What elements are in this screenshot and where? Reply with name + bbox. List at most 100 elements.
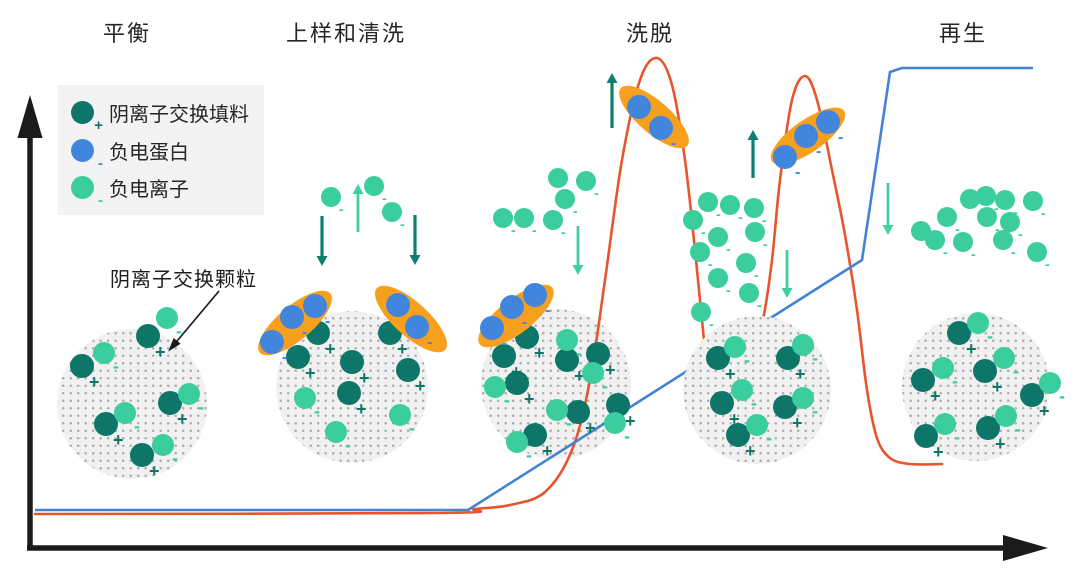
particle-annotation-label: 阴离子交换颗粒	[110, 269, 257, 291]
svg-text:+: +	[605, 360, 616, 380]
svg-text:-: -	[339, 201, 344, 217]
phase-label-regeneration: 再生	[938, 21, 988, 46]
svg-text:-: -	[576, 343, 582, 363]
svg-text:-: -	[504, 390, 510, 410]
svg-text:+: +	[325, 339, 336, 359]
annotation-arrowhead	[168, 337, 181, 352]
svg-text:+: +	[149, 461, 160, 481]
svg-text:-: -	[738, 209, 743, 225]
svg-text:+: +	[534, 343, 545, 363]
svg-text:-: -	[176, 321, 182, 341]
svg-text:-: -	[954, 427, 960, 447]
svg-text:+: +	[415, 376, 426, 396]
svg-text:+: +	[1039, 401, 1050, 421]
svg-text:-: -	[757, 297, 762, 313]
svg-text:-: -	[838, 129, 843, 146]
svg-text:-: -	[751, 393, 757, 413]
svg-text:-: -	[943, 244, 948, 260]
svg-text:+: +	[625, 411, 636, 431]
particle-3-beads: ++++++++------	[484, 325, 636, 465]
legend: + 阴离子交换填料 - 负电蛋白 - 负电离子	[58, 85, 264, 215]
svg-text:-: -	[172, 448, 178, 468]
particle-5-beads: ++++++------	[911, 312, 1065, 462]
svg-text:-: -	[766, 428, 772, 448]
svg-text:-: -	[198, 397, 204, 417]
svg-text:-: -	[1045, 256, 1050, 272]
svg-text:-: -	[325, 313, 330, 330]
svg-text:+: +	[574, 366, 585, 386]
particle-1-beads: +++++-----	[70, 307, 204, 481]
svg-text:+: +	[933, 442, 944, 462]
axes	[17, 95, 1048, 561]
svg-text:-: -	[812, 401, 818, 421]
svg-text:-: -	[929, 235, 934, 251]
svg-text:-: -	[1041, 205, 1046, 221]
phase-label-equilibration: 平衡	[102, 21, 152, 46]
svg-text:-: -	[545, 302, 550, 319]
svg-text:-: -	[532, 222, 537, 238]
svg-text:-: -	[1011, 244, 1016, 260]
svg-text:-: -	[716, 206, 721, 222]
svg-text:-: -	[1013, 204, 1018, 220]
svg-text:-: -	[302, 324, 307, 341]
svg-text:+: +	[992, 377, 1003, 397]
svg-text:-: -	[701, 224, 706, 240]
y-axis-arrowhead	[17, 95, 43, 138]
particle-4-beads: +++++-----	[706, 334, 818, 461]
svg-text:-: -	[1013, 361, 1019, 381]
svg-text:+: +	[725, 364, 736, 384]
protein-complex-1: ---	[258, 290, 332, 366]
svg-text:-: -	[511, 222, 516, 238]
svg-text:+: +	[795, 364, 806, 384]
svg-text:-: -	[955, 221, 960, 237]
svg-text:+: +	[745, 441, 756, 461]
svg-text:+: +	[930, 386, 941, 406]
svg-text:-: -	[812, 348, 818, 368]
svg-text:-: -	[382, 190, 387, 206]
svg-text:-: -	[427, 334, 432, 351]
protein-complex-3: ---	[478, 283, 554, 352]
salt-gradient-curve	[35, 66, 1033, 512]
legend-item-anion-exchange-filler: + 阴离子交换填料	[71, 98, 264, 133]
svg-text:-: -	[995, 221, 1000, 237]
svg-text:-: -	[709, 316, 714, 332]
svg-text:+: +	[356, 399, 367, 419]
svg-text:-: -	[971, 246, 976, 262]
svg-text:-: -	[1059, 386, 1065, 406]
legend-item-negative-protein: - 负电蛋白	[71, 136, 264, 171]
protein-complex-2: --	[374, 285, 448, 353]
svg-text:-: -	[282, 349, 287, 366]
svg-text:-: -	[987, 326, 993, 346]
svg-text:-: -	[1015, 419, 1021, 439]
svg-text:-: -	[134, 416, 140, 436]
svg-text:-: -	[594, 185, 599, 201]
svg-text:-: -	[522, 314, 527, 331]
svg-text:-: -	[726, 241, 731, 257]
svg-text:-: -	[602, 376, 608, 396]
phase-label-elution: 洗脱	[625, 21, 675, 46]
svg-text:-: -	[400, 216, 405, 232]
svg-text:+: +	[524, 389, 535, 409]
svg-text:+: +	[995, 434, 1006, 454]
x-axis-arrowhead	[1003, 535, 1048, 561]
svg-text:-: -	[726, 282, 731, 298]
svg-text:-: -	[671, 135, 676, 152]
svg-text:+: +	[305, 363, 316, 383]
free-ions: --------------------------------	[321, 168, 1050, 332]
svg-text:-: -	[113, 356, 119, 376]
legend-label: 负电蛋白	[109, 141, 189, 164]
svg-text:-: -	[952, 371, 958, 391]
svg-text:+: +	[177, 409, 188, 429]
legend-item-negative-ion: - 负电离子	[71, 173, 264, 208]
svg-text:+: +	[359, 368, 370, 388]
svg-text:-: -	[566, 413, 572, 433]
svg-text:-: -	[754, 267, 759, 283]
svg-text:-: -	[345, 435, 351, 455]
svg-text:-: -	[994, 200, 999, 216]
protein-swatch-icon: -	[71, 138, 103, 171]
svg-text:-: -	[573, 203, 578, 219]
svg-text:-: -	[816, 143, 821, 160]
svg-text:-: -	[409, 418, 415, 438]
flow-arrows	[316, 73, 894, 298]
